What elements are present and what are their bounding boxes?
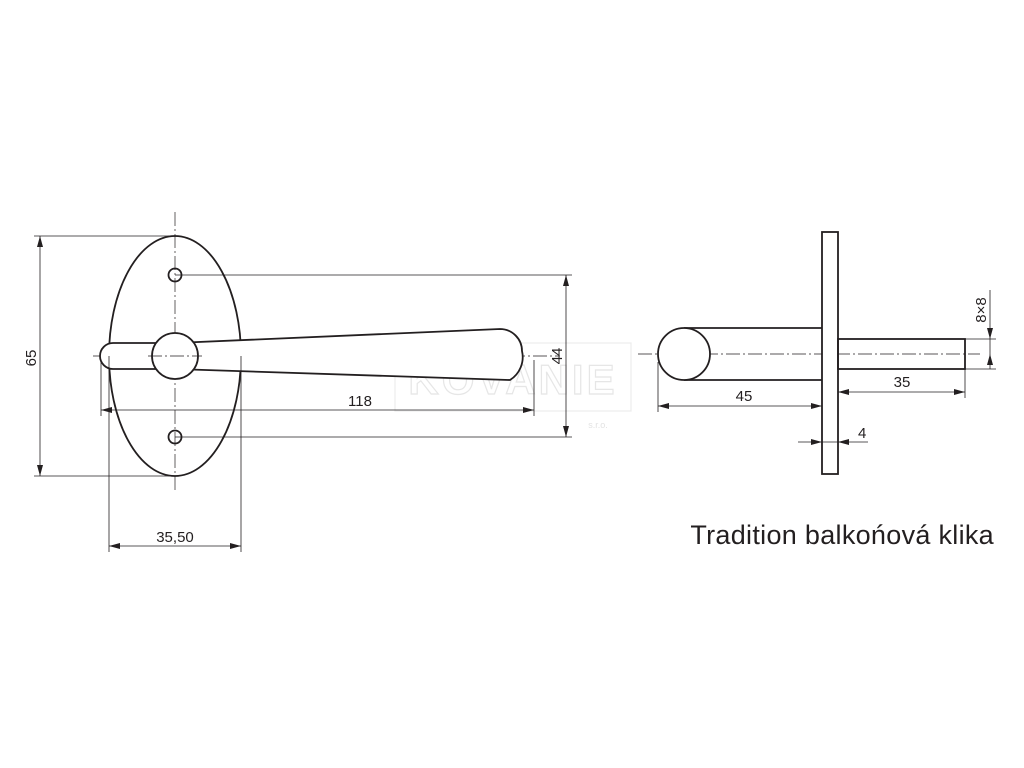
dim-spindle-square: 8×8 bbox=[973, 297, 990, 322]
arrow-plate-width-right bbox=[230, 543, 241, 549]
front-view: 65 44 118 35,50 bbox=[23, 212, 572, 552]
side-view: 45 35 4 8×8 bbox=[638, 231, 996, 475]
arrow-plate-thickness-left bbox=[811, 439, 822, 445]
arrow-handle-projection-right bbox=[811, 403, 822, 409]
arrow-plate-height-top bbox=[37, 236, 43, 247]
dim-hole-distance: 44 bbox=[549, 348, 566, 365]
side-backplate bbox=[821, 231, 839, 475]
arrow-handle-projection-left bbox=[658, 403, 669, 409]
watermark-sub: s.r.o. bbox=[588, 420, 608, 430]
arrow-hole-distance-bottom bbox=[563, 426, 569, 437]
arrow-plate-thickness-right bbox=[838, 439, 849, 445]
arrow-plate-height-bottom bbox=[37, 465, 43, 476]
arrow-spindle-length-right bbox=[954, 389, 965, 395]
side-spindle bbox=[837, 338, 966, 370]
dim-plate-thickness: 4 bbox=[858, 425, 866, 442]
arrow-hole-distance-top bbox=[563, 275, 569, 286]
arrow-spindle-length-left bbox=[838, 389, 849, 395]
dim-handle-projection: 45 bbox=[736, 388, 753, 405]
arrow-handle-length-right bbox=[523, 407, 534, 413]
arrow-spindle-square-top bbox=[987, 328, 993, 339]
arrow-plate-width-left bbox=[109, 543, 120, 549]
arrow-spindle-square-bottom bbox=[987, 354, 993, 365]
drawing-title: Tradition balkońová klika bbox=[690, 520, 994, 550]
dim-plate-width: 35,50 bbox=[156, 529, 194, 546]
arrow-handle-length-left bbox=[101, 407, 112, 413]
side-handle-body bbox=[684, 327, 822, 381]
dim-spindle-length: 35 bbox=[894, 374, 911, 391]
side-handle-end bbox=[657, 327, 711, 381]
dim-handle-length: 118 bbox=[348, 393, 372, 410]
handle-lever-outline bbox=[99, 328, 524, 381]
dim-plate-height: 65 bbox=[23, 350, 40, 367]
